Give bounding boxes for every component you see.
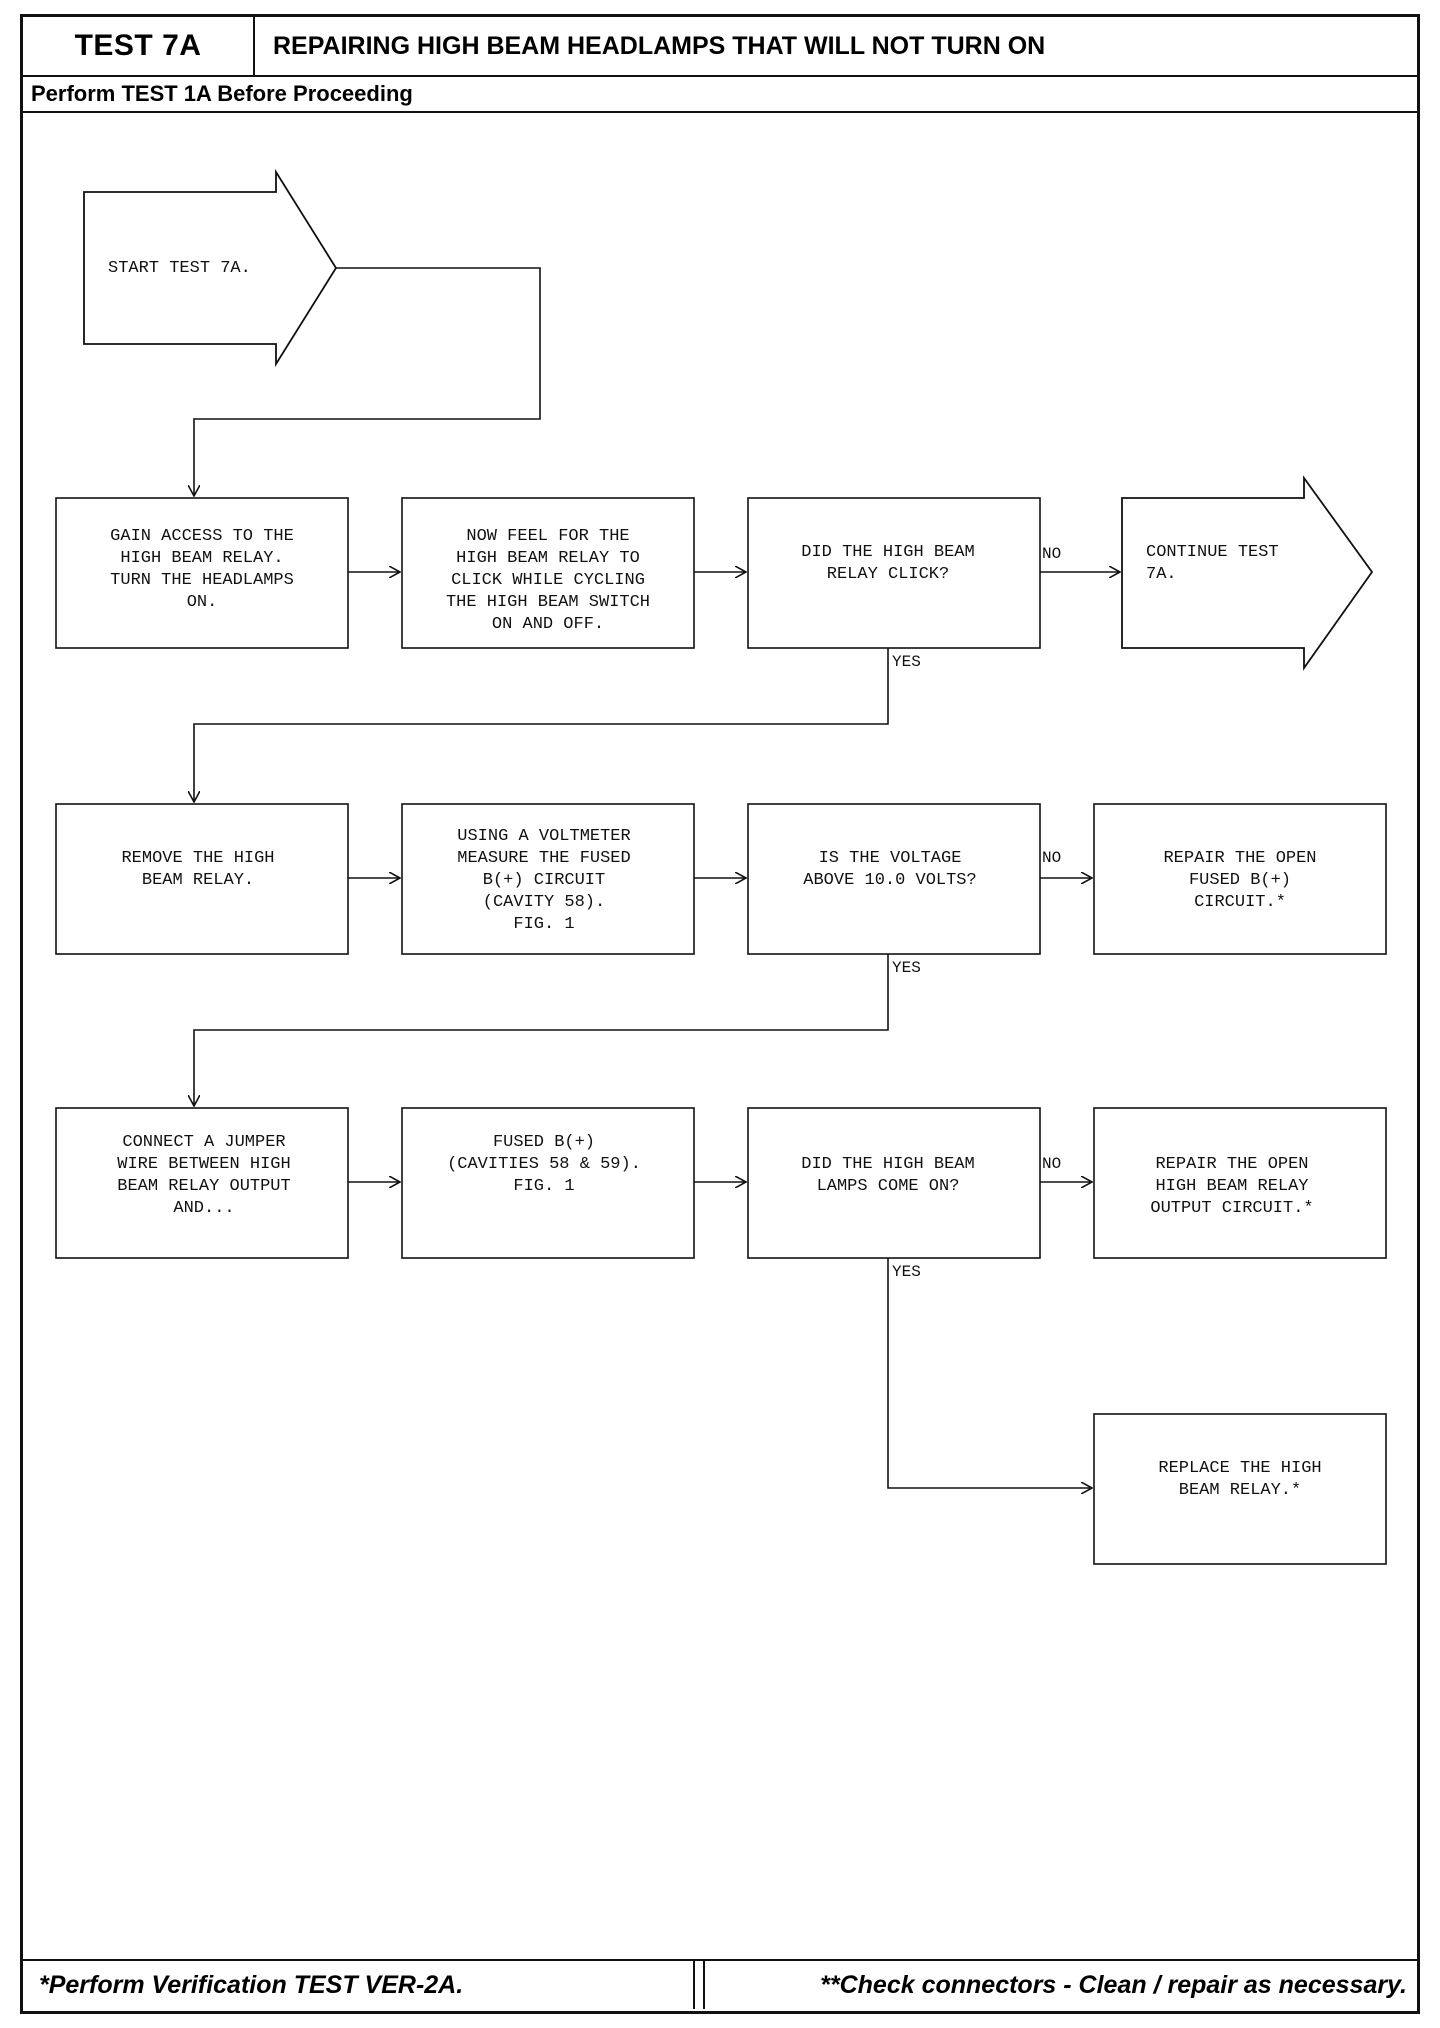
continue-text: CONTINUE TEST 7A.: [1146, 543, 1279, 584]
node-text-line: HIGH BEAM RELAY: [1155, 1177, 1308, 1196]
node-text-line: REPLACE THE HIGH: [1158, 1459, 1321, 1478]
box-voltage-question: [747, 803, 1041, 955]
node-text-line: (CAVITY 58).: [483, 893, 605, 912]
node-text-line: BEAM RELAY.: [142, 871, 254, 890]
node-text-line: DID THE HIGH BEAM: [801, 543, 974, 562]
repair-fused-text: REPAIR THE OPEN FUSED B(+) CIRCUIT.*: [1163, 849, 1316, 912]
repair-output-text: REPAIR THE OPEN HIGH BEAM RELAY OUTPUT CIR…: [1150, 1155, 1313, 1218]
box-relay-click-question: [747, 497, 1041, 649]
relay-click-question-text: DID THE HIGH BEAM RELAY CLICK?: [801, 543, 974, 584]
label-no-voltage: NO: [1042, 849, 1061, 867]
voltage-question-text: IS THE VOLTAGE ABOVE 10.0 VOLTS?: [803, 849, 976, 890]
page-frame: TEST 7A REPAIRING HIGH BEAM HEADLAMPS TH…: [20, 14, 1420, 2014]
box-lamps-question: [747, 1107, 1041, 1259]
node-text-line: RELAY CLICK?: [827, 565, 949, 584]
test-id: TEST 7A: [23, 17, 255, 75]
voltmeter-text: USING A VOLTMETER MEASURE THE FUSED B(+) C…: [457, 827, 630, 934]
jumper-text: CONNECT A JUMPER WIRE BETWEEN HIGH BEAM RE…: [117, 1133, 290, 1218]
start-arrow-shape: [83, 168, 338, 368]
node-text-line: IS THE VOLTAGE: [819, 849, 962, 868]
feel-click-text: NOW FEEL FOR THE HIGH BEAM RELAY TO CLICK …: [446, 527, 650, 634]
node-text-line: FIG. 1: [513, 915, 574, 934]
node-text-line: START TEST 7A.: [108, 259, 251, 278]
node-text-line: CIRCUIT.*: [1194, 893, 1286, 912]
label-yes-click: YES: [892, 653, 921, 671]
connector-start-to-gain: [194, 267, 541, 496]
node-text-line: REPAIR THE OPEN: [1155, 1155, 1308, 1174]
box-jumper: [55, 1107, 349, 1259]
box-gain-access: [55, 497, 349, 649]
node-text-line: B(+) CIRCUIT: [483, 871, 605, 890]
node-text-line: FUSED B(+): [493, 1133, 595, 1152]
replace-relay-text: REPLACE THE HIGH BEAM RELAY.*: [1158, 1459, 1321, 1500]
prerequisite-note: Perform TEST 1A Before Proceeding: [23, 77, 1417, 113]
label-no-click: NO: [1042, 545, 1061, 563]
node-text-line: ABOVE 10.0 VOLTS?: [803, 871, 976, 890]
node-text-line: GAIN ACCESS TO THE: [110, 527, 294, 546]
node-text-line: CONTINUE TEST: [1146, 543, 1279, 562]
node-text-line: FUSED B(+): [1189, 871, 1291, 890]
test-title: REPAIRING HIGH BEAM HEADLAMPS THAT WILL …: [273, 31, 1046, 60]
footer-row: *Perform Verification TEST VER-2A. **Che…: [23, 1959, 1417, 2011]
label-no-lamps: NO: [1042, 1155, 1061, 1173]
node-text-line: LAMPS COME ON?: [817, 1177, 960, 1196]
node-text-line: DID THE HIGH BEAM: [801, 1155, 974, 1174]
box-fused-cavities: [401, 1107, 695, 1259]
node-text-line: NOW FEEL FOR THE: [466, 527, 629, 546]
gain-access-text: GAIN ACCESS TO THE HIGH BEAM RELAY. TURN T…: [110, 527, 294, 612]
footer-connector-note: **Check connectors - Clean / repair as n…: [703, 1961, 1411, 2009]
node-text-line: TURN THE HEADLAMPS: [110, 571, 294, 590]
node-text-line: CLICK WHILE CYCLING: [451, 571, 645, 590]
footer-verification-note: *Perform Verification TEST VER-2A.: [23, 1961, 695, 2009]
node-text-line: ON AND OFF.: [492, 615, 604, 634]
node-text-line: THE HIGH BEAM SWITCH: [446, 593, 650, 612]
node-text-line: BEAM RELAY.*: [1179, 1481, 1301, 1500]
node-text-line: BEAM RELAY OUTPUT: [117, 1177, 290, 1196]
box-repair-output: [1093, 1107, 1387, 1259]
node-text-line: FIG. 1: [513, 1177, 574, 1196]
box-voltmeter: [401, 803, 695, 955]
label-yes-voltage: YES: [892, 959, 921, 977]
box-replace-relay: [1093, 1413, 1387, 1565]
label-yes-lamps: YES: [892, 1263, 921, 1281]
lamps-question-text: DID THE HIGH BEAM LAMPS COME ON?: [801, 1155, 974, 1196]
node-text-line: REMOVE THE HIGH: [121, 849, 274, 868]
header-row: TEST 7A REPAIRING HIGH BEAM HEADLAMPS TH…: [23, 17, 1417, 77]
box-feel-click: [401, 497, 695, 649]
node-text-line: CONNECT A JUMPER: [122, 1133, 285, 1152]
node-text-line: 7A.: [1146, 565, 1177, 584]
start-text: START TEST 7A.: [108, 259, 251, 278]
fused-cavities-text: FUSED B(+) (CAVITIES 58 & 59). FIG. 1: [447, 1133, 641, 1196]
node-text-line: ON.: [187, 593, 218, 612]
box-repair-fused: [1093, 803, 1387, 955]
node-text-line: WIRE BETWEEN HIGH: [117, 1155, 290, 1174]
connector-voltage-yes: [194, 954, 889, 1106]
node-text-line: OUTPUT CIRCUIT.*: [1150, 1199, 1313, 1218]
node-text-line: AND...: [173, 1199, 234, 1218]
node-text-line: (CAVITIES 58 & 59).: [447, 1155, 641, 1174]
connector-lamps-yes: [887, 1258, 1092, 1488]
node-text-line: USING A VOLTMETER: [457, 827, 630, 846]
node-text-line: HIGH BEAM RELAY TO: [456, 549, 640, 568]
node-text-line: MEASURE THE FUSED: [457, 849, 630, 868]
node-text-line: HIGH BEAM RELAY.: [120, 549, 283, 568]
continue-arrow-shape: [1121, 475, 1374, 671]
node-text-line: REPAIR THE OPEN: [1163, 849, 1316, 868]
remove-relay-text: REMOVE THE HIGH BEAM RELAY.: [121, 849, 274, 890]
connector-click-yes: [194, 648, 889, 802]
box-remove-relay: [55, 803, 349, 955]
